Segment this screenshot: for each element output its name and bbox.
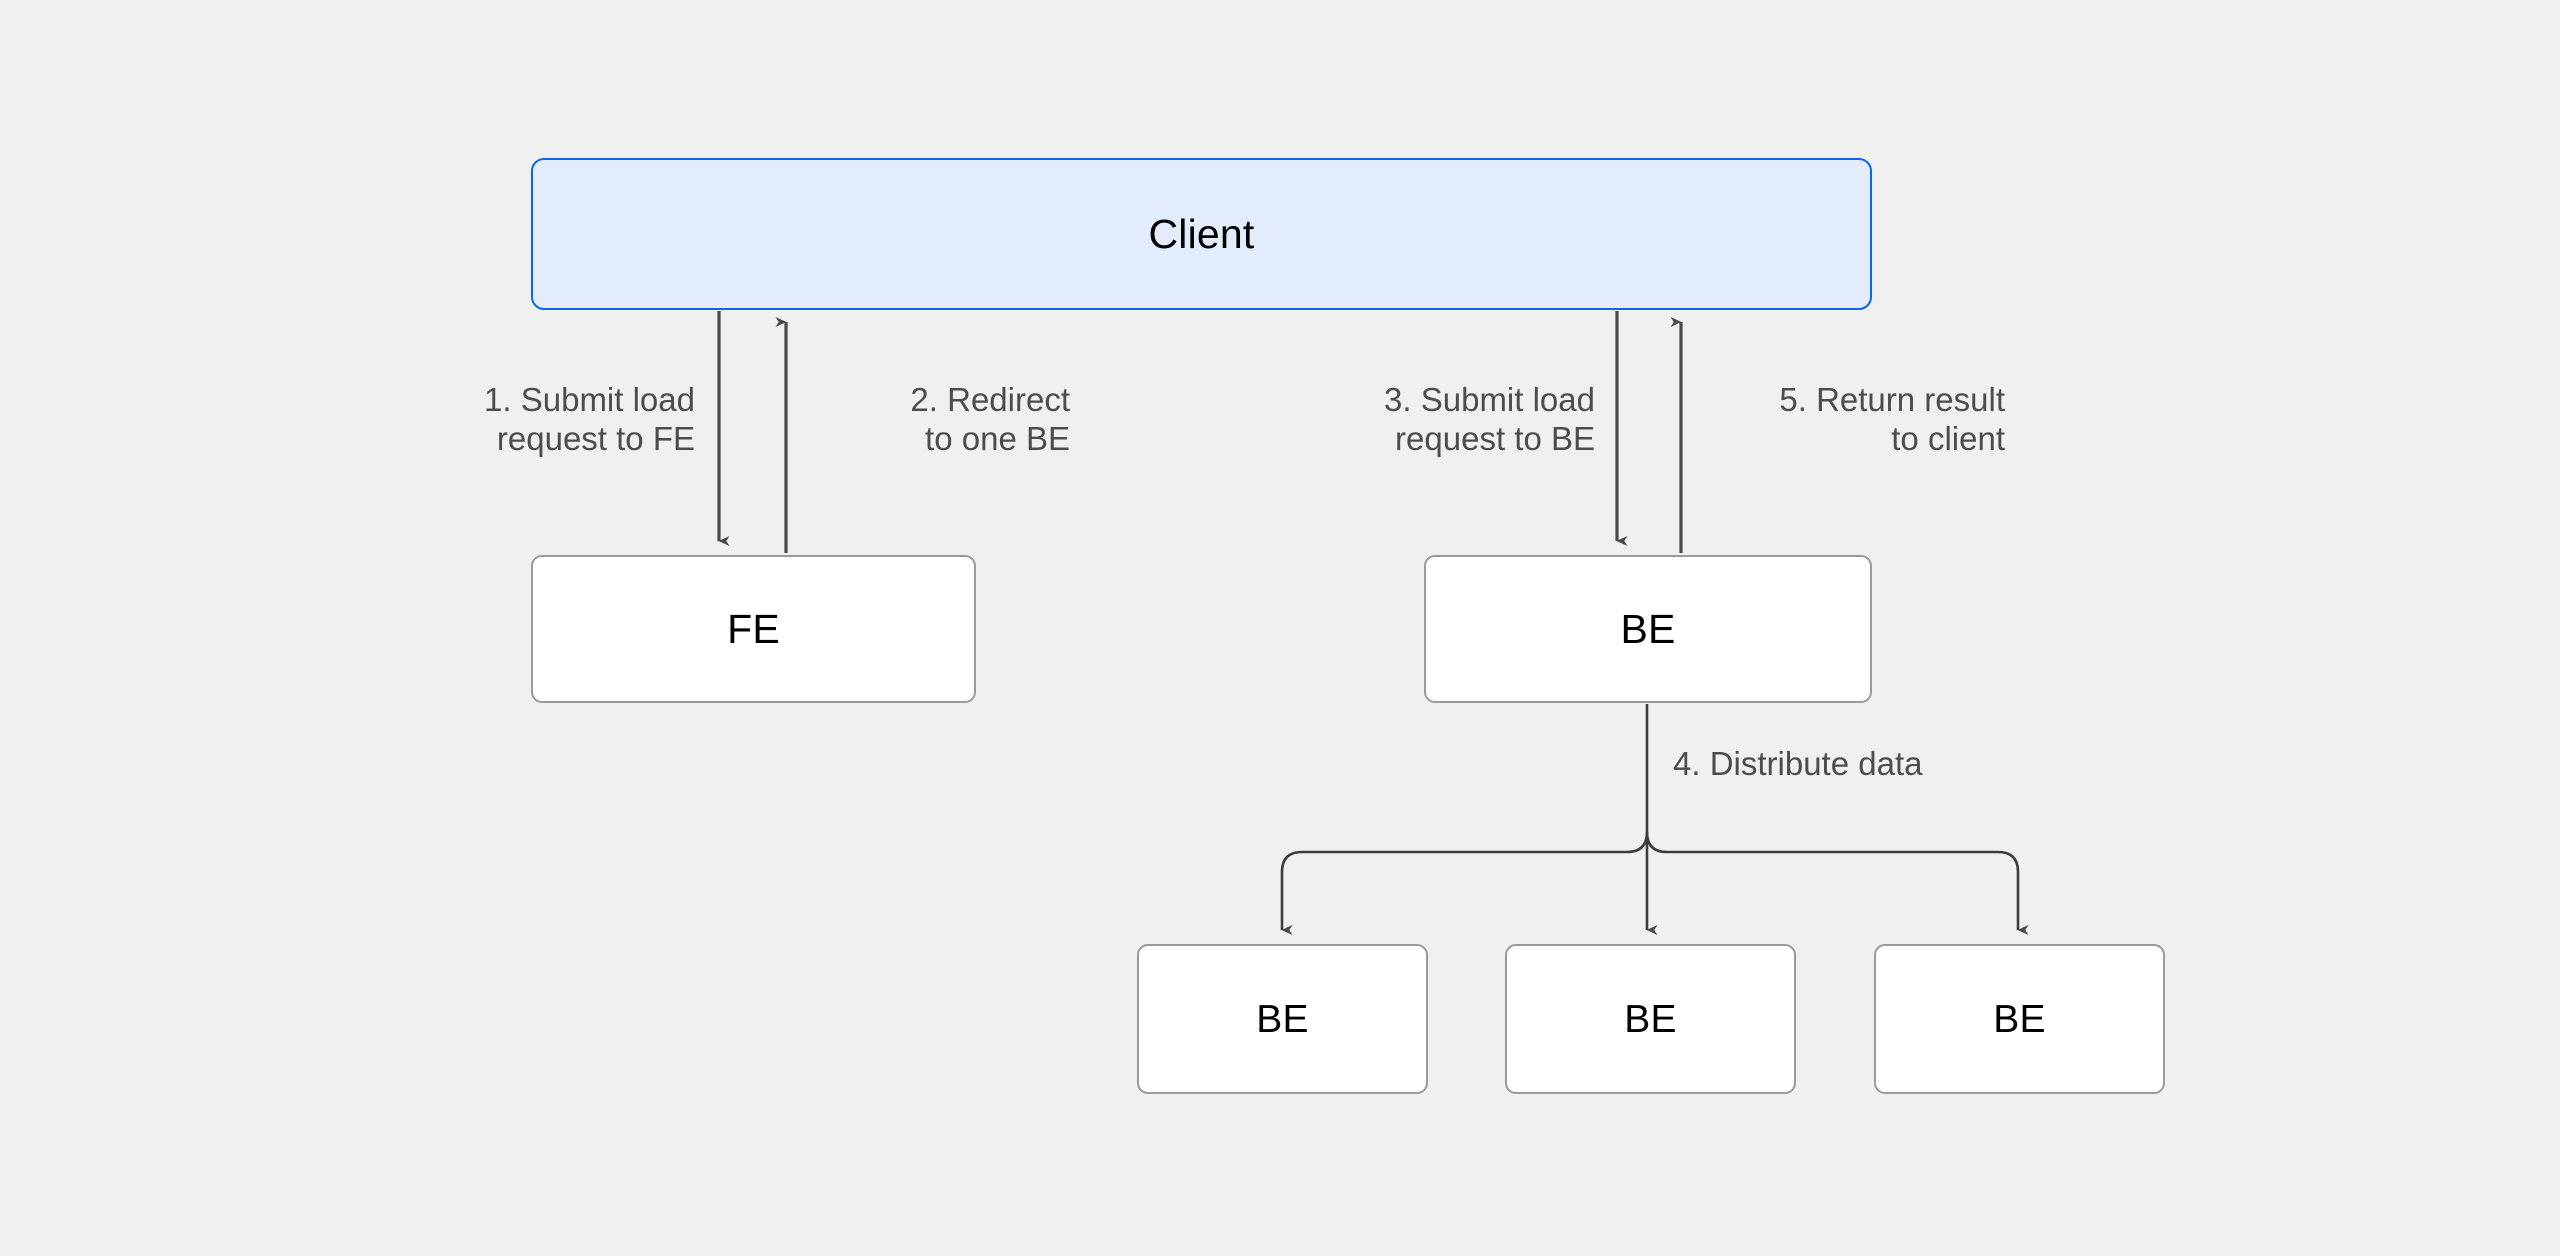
node-be-leaf-2[interactable]: BE (1505, 944, 1796, 1094)
edge-step4-be-distribute (1280, 704, 2029, 935)
node-fe[interactable]: FE (531, 555, 976, 703)
edge-label-step3: 3. Submit load request to BE (1384, 381, 1595, 457)
node-be-leaf-1[interactable]: BE (1137, 944, 1428, 1094)
node-fe-label: FE (727, 605, 780, 652)
node-be-main[interactable]: BE (1424, 555, 1872, 703)
node-client-label: Client (1148, 210, 1255, 257)
edge-label-step4: 4. Distribute data (1673, 745, 1923, 782)
node-be-leaf-3-label: BE (1993, 997, 2046, 1041)
edge-label-step5: 5. Return result to client (1779, 381, 2005, 457)
node-be-leaf-3[interactable]: BE (1874, 944, 2165, 1094)
node-be-leaf-2-label: BE (1624, 997, 1677, 1041)
node-be-leaf-1-label: BE (1256, 997, 1309, 1041)
edge-label-step2: 2. Redirect to one BE (910, 381, 1070, 457)
node-client[interactable]: Client (531, 158, 1872, 310)
edge-label-step1: 1. Submit load request to FE (484, 381, 695, 457)
node-be-main-label: BE (1620, 605, 1676, 652)
